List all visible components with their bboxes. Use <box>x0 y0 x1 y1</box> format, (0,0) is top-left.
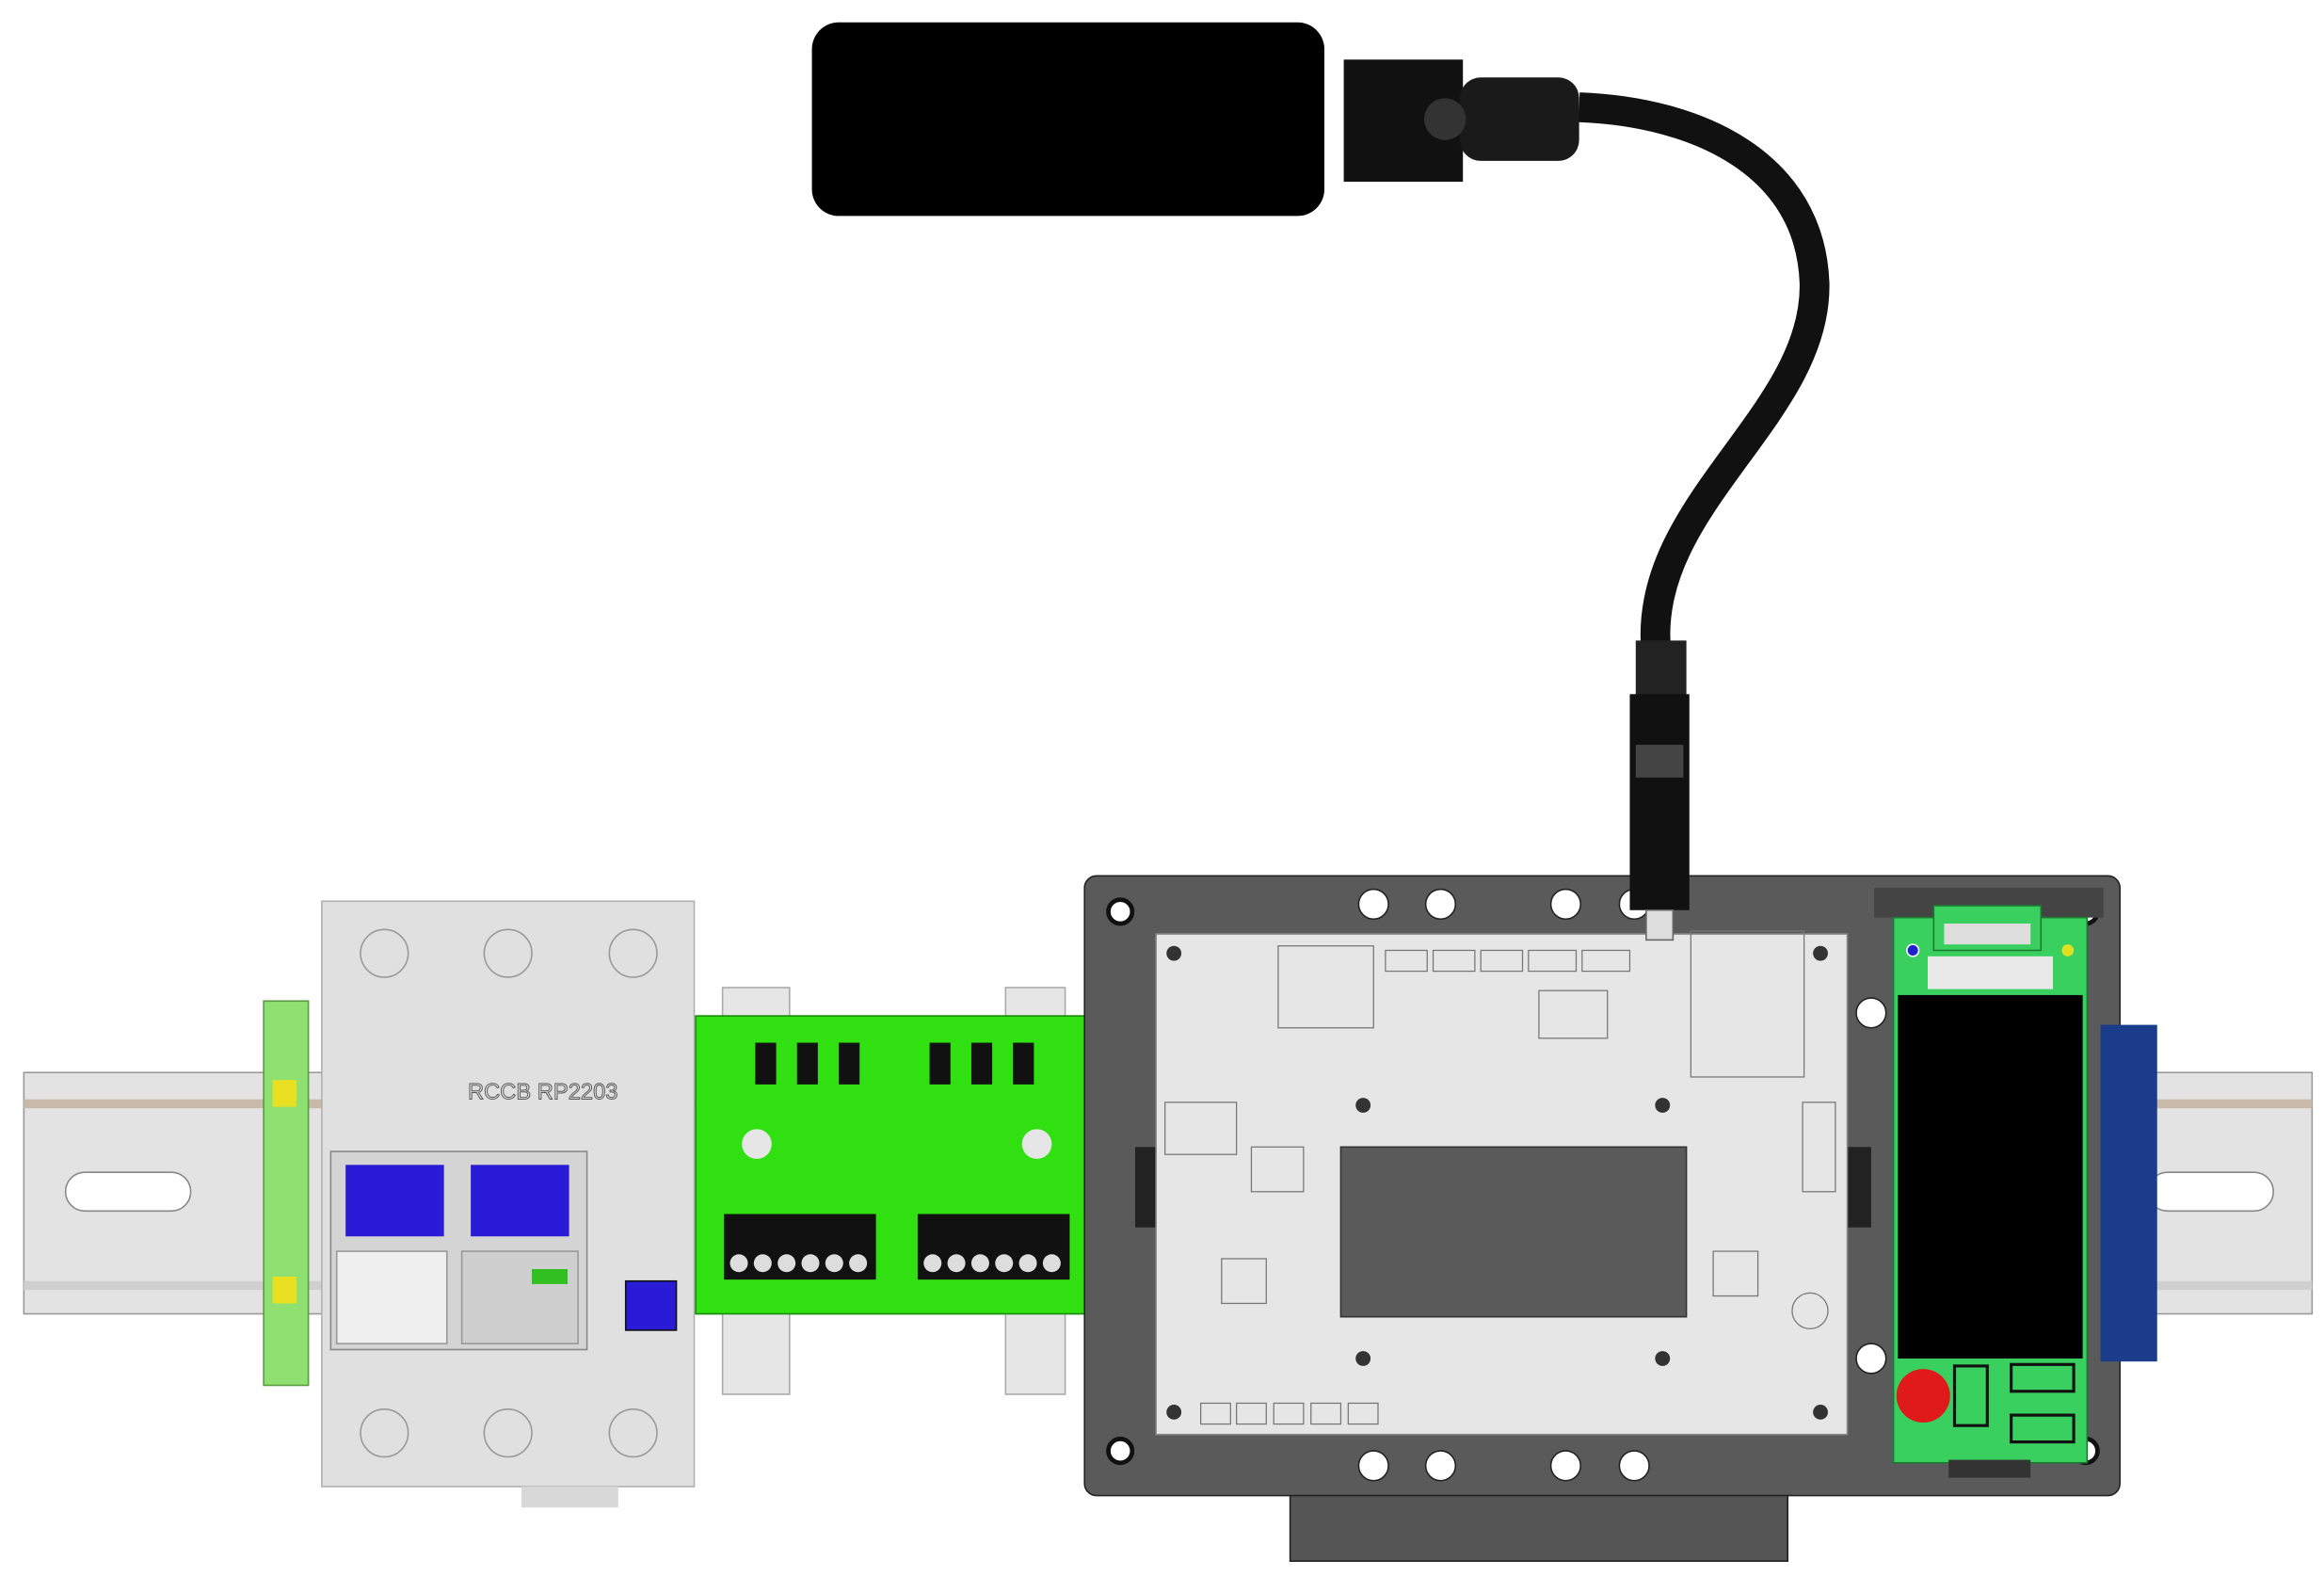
rccb-label: RCCB RP2203 <box>468 1081 618 1105</box>
rccb-breaker: RCCB RP2203 <box>321 900 696 1508</box>
rccb-toggle-left[interactable] <box>345 1165 444 1237</box>
usb-cable <box>1343 59 1830 941</box>
lcd-screen <box>1898 994 2083 1359</box>
rccb-test-button[interactable] <box>624 1279 678 1331</box>
red-button[interactable] <box>1896 1369 1950 1423</box>
usb-stick <box>811 22 1325 217</box>
blue-clip <box>2100 1024 2157 1362</box>
terminal-module <box>695 987 1099 1395</box>
processor-module <box>1339 1146 1688 1318</box>
display-board <box>1874 888 2157 1478</box>
earth-terminal-block <box>263 1000 310 1387</box>
rccb-toggle-right[interactable] <box>471 1165 569 1237</box>
usb-plug <box>1629 694 1690 910</box>
controller-enclosure <box>1083 875 2121 1562</box>
